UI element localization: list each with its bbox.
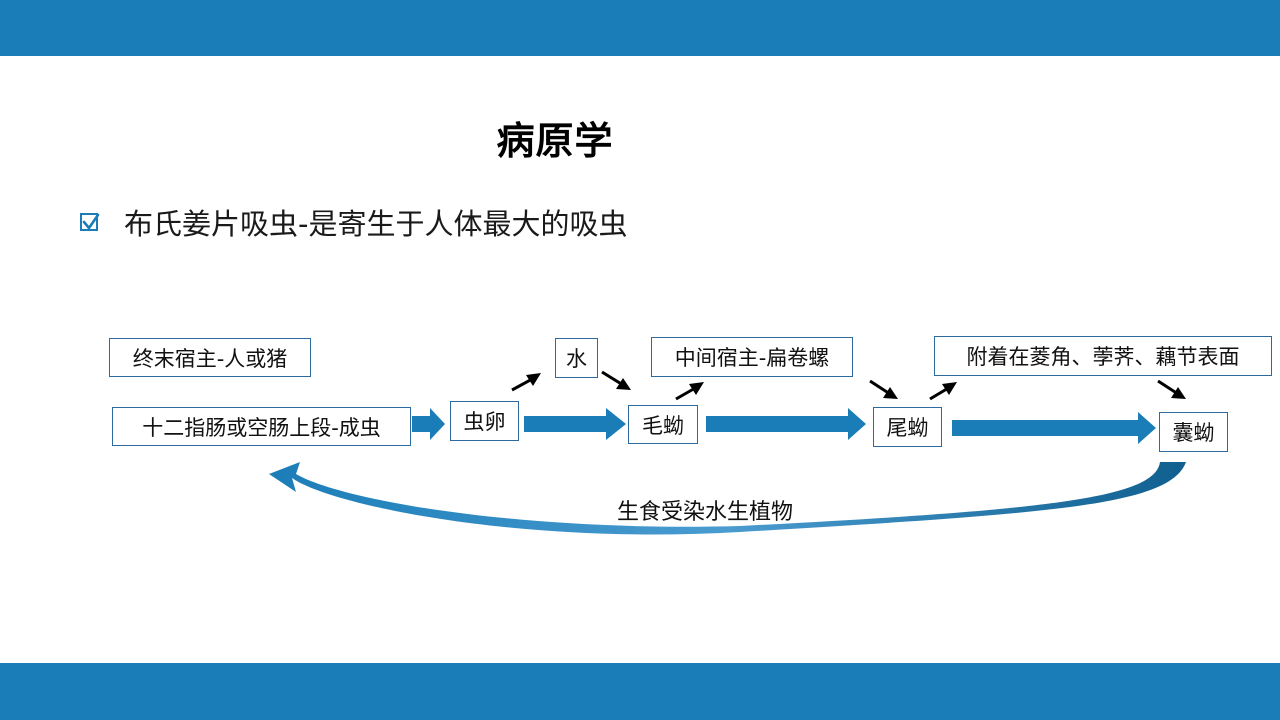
bullet-line: 布氏姜片吸虫-是寄生于人体最大的吸虫 [80, 202, 627, 242]
intermediate-host-box: 中间宿主-扁卷螺 [651, 337, 853, 377]
flow-arrow-miracidium-to-cercaria [706, 408, 866, 440]
arrow-water-to-miracidium [601, 370, 624, 387]
infection-route-label: 生食受染水生植物 [616, 500, 793, 525]
flow-arrow-adult-to-egg [412, 408, 445, 440]
egg-box: 虫卵 [450, 401, 519, 441]
checkbox-icon [80, 213, 100, 231]
return-curve-arrow [269, 462, 1186, 535]
metacercaria-box: 囊蚴 [1159, 412, 1228, 452]
flow-arrow-egg-to-miracidium [524, 408, 626, 440]
slide-title: 病原学 [496, 119, 614, 163]
top-banner [0, 0, 1280, 56]
arrow-plants-to-metacercaria [1157, 379, 1179, 396]
bottom-banner [0, 663, 1280, 720]
flow-arrow-cercaria-to-metacercaria [952, 412, 1156, 444]
water-box: 水 [555, 338, 598, 378]
cercaria-box: 尾蚴 [873, 407, 942, 447]
attachment-box: 附着在菱角、荸荠、藕节表面 [934, 336, 1272, 376]
adult-location-box: 十二指肠或空肠上段-成虫 [112, 407, 411, 446]
small-arrows [511, 370, 1186, 401]
bullet-text: 布氏姜片吸虫-是寄生于人体最大的吸虫 [124, 207, 628, 241]
definitive-host-box: 终末宿主-人或猪 [109, 338, 311, 377]
miracidium-box: 毛蚴 [628, 405, 698, 444]
arrow-snail-to-cercaria [869, 379, 891, 396]
